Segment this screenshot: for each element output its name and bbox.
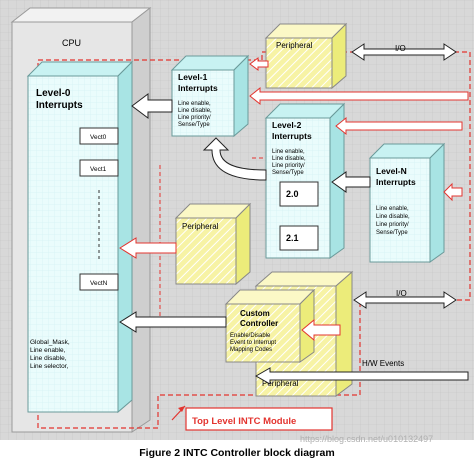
top-level-module-outline [37,51,471,429]
levelN-desc-line: Sense/Type [376,230,408,236]
custom-controller-desc-line: Mapping Codes [230,347,272,353]
hw-events-label: H/W Events [362,359,404,368]
vector-label: Vect1 [90,166,107,173]
peripheral-bottom-label: Peripheral [262,379,299,388]
peripheral-mid-block: Peripheral [174,202,252,286]
level0-box: Level-0 Interrupts Vect0 Vect1 VectN Glo… [26,60,134,414]
peripheral-top-label: Peripheral [276,41,313,50]
level1-desc-line: Sense/Type [178,122,210,128]
peripheral-top-block: Peripheral [264,22,348,90]
io-bottom-label: I/O [396,289,407,298]
figure-caption: Figure 2 INTC Controller block diagram [139,447,334,459]
level2-desc-line: Line priority/ [272,163,305,169]
level1-desc-line: Line disable, [178,108,212,114]
vector-label: VectN [90,280,108,287]
custom-controller-title-line2: Controller [240,319,278,328]
vector-box [79,273,119,291]
custom-controller-desc-line: Enable/Disable [230,333,271,339]
levelN-to-level2-arrow [331,171,371,193]
level2-title-line1: Level-2 [272,120,302,130]
level1-box: Level-1 Interrupts Line enable, Line dis… [170,54,250,138]
peripheral-to-level1-arrow [249,57,269,71]
level2-title-line2: Interrupts [272,131,312,141]
level0-footer-line: Line enable, [30,347,66,354]
input-to-levelN-arrow [443,182,463,202]
peripheral-to-level0-arrow [119,237,177,259]
io-top-arrow [351,43,457,61]
io-top-label: I/O [395,44,406,53]
level2-sub-box [279,181,319,207]
level1-desc-line: Line priority/ [178,115,211,121]
levelN-desc-line: Line enable, [376,206,409,212]
levelN-title-line2: Interrupts [376,177,416,187]
level2-desc-line: Line disable, [272,156,306,162]
level2-sub-box-label: 2.1 [286,233,299,243]
level2-sub-box-label: 2.0 [286,189,299,199]
custom-controller-box: Custom Controller Enable/Disable Event t… [224,288,316,363]
levelN-desc-line: Line priority/ [376,222,409,228]
level0-title-line1: Level-0 [36,88,71,99]
io-bottom-arrow [353,291,457,309]
level2-box: Level-2 Interrupts Line enable, Line dis… [264,102,346,259]
custom-controller-title-line1: Custom [240,309,270,318]
level1-to-level0-arrow [131,93,173,119]
input-to-level2-arrow [335,116,463,136]
levelN-box: Level-N Interrupts Line enable, Line dis… [368,142,446,263]
custom-controller-desc-line: Event to Interrupt [230,340,276,346]
level0-footer-line: Line disable, [30,355,67,362]
level2-sub-box [279,225,319,251]
level1-title-line2: Interrupts [178,83,218,93]
input-to-custom-controller-arrow [301,318,341,342]
peripheral-mid-label: Peripheral [182,222,219,231]
level1-title-line1: Level-1 [178,72,208,82]
level0-footer-line: Line selector, [30,363,68,370]
cpu-label: CPU [62,38,81,48]
vector-label: Vect0 [90,134,107,141]
hw-events-arrow [254,367,469,385]
top-level-label: Top Level INTC Module [192,416,296,427]
level0-footer-line: Global_Mask, [30,339,70,346]
level1-desc-line: Line enable, [178,101,211,107]
top-level-label-box [185,407,333,431]
watermark: https://blog.csdn.net/u010132497 [300,434,433,444]
levelN-desc-line: Line disable, [376,214,410,220]
top-level-pointer-head [178,406,185,412]
custom-controller-to-level0-arrow [119,311,227,333]
vector-box [79,159,119,177]
levelN-title-line1: Level-N [376,166,407,176]
level0-title-line2: Interrupts [36,100,83,111]
input-to-level1-arrow [249,86,469,106]
level2-desc-line: Line enable, [272,149,305,155]
level2-desc-line: Sense/Type [272,170,304,176]
level2-to-level1-arrow [202,137,267,181]
vector-box [79,127,119,145]
